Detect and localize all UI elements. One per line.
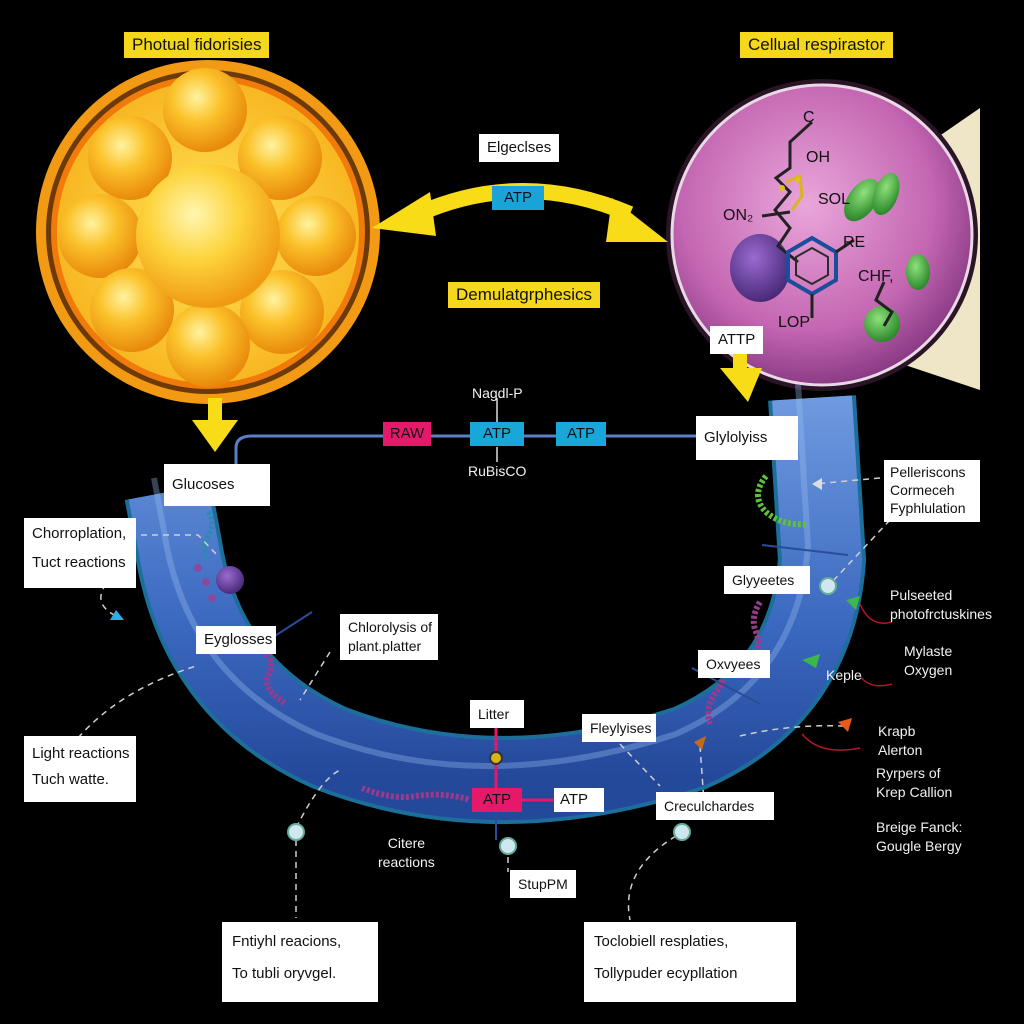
label-myllaste: Mylaste Oxygen bbox=[904, 643, 953, 678]
molecule-sol: SOL bbox=[818, 191, 851, 208]
label-litter: Litter bbox=[470, 700, 524, 728]
tag-atp-bottom: ATP bbox=[554, 788, 604, 812]
label-citere: Citere reactions bbox=[378, 835, 435, 870]
small-arrows bbox=[802, 596, 860, 732]
label-chloroplastion: Chorroplation, Tuct reactions bbox=[24, 518, 136, 588]
label-glyeetes: Glyyeetes bbox=[724, 566, 810, 594]
label-creculchardes: Creculchardes bbox=[656, 792, 774, 820]
chloroplast-cell bbox=[36, 60, 380, 404]
tag-atp-mid-1: ATP bbox=[470, 422, 524, 446]
label-light-reactions: Light reactions Tuch watte. bbox=[24, 736, 136, 802]
tag-atp-bottom-pink: ATP bbox=[472, 788, 522, 812]
molecule-lop: LOP bbox=[778, 314, 811, 331]
label-rubisco: RuBisCO bbox=[468, 463, 527, 479]
label-glucoses: Glucoses bbox=[164, 464, 270, 506]
label-bottom-right: Toclobiell resplaties, Tollypuder ecypll… bbox=[584, 922, 796, 1002]
label-chlorolysis: Chlorolysis of plant.platter bbox=[340, 614, 438, 660]
label-glylolyiss: Glylolyiss bbox=[696, 416, 798, 460]
node-dots bbox=[287, 577, 837, 855]
label-breige: Breige Fanck: Gougle Bergy bbox=[876, 819, 963, 854]
tag-raw: RAW bbox=[383, 422, 431, 446]
label-nagdh: Nagdl-P bbox=[472, 385, 523, 401]
molecule-chf: CHF, bbox=[858, 268, 894, 285]
leader-arrowheads bbox=[110, 478, 822, 750]
label-oxvyees: Oxvyees bbox=[698, 650, 770, 678]
tag-atp-mid-2: ATP bbox=[556, 422, 606, 446]
bottom-connector bbox=[489, 724, 556, 802]
respiration-cell bbox=[666, 79, 980, 391]
pathway-line bbox=[234, 398, 700, 476]
label-bottom-left: Fntiyhl reacions, To tubli oryvgel. bbox=[222, 922, 378, 1002]
label-stupm: StupPM bbox=[510, 870, 576, 898]
label-eyglosses: Eyglosses bbox=[196, 626, 276, 654]
label-flaylyses: Fleylyises bbox=[582, 714, 656, 742]
label-pelleriscons: Pelleriscons Cormeceh Fyphlulation bbox=[884, 460, 980, 522]
molecule-re: RE bbox=[843, 234, 866, 251]
label-elgeclses: Elgeclses bbox=[479, 134, 560, 162]
photosynthesis-title: Photual fidorisies bbox=[124, 32, 270, 58]
molecule-c: C bbox=[803, 109, 815, 126]
molecule-on2: ON₂ bbox=[723, 207, 754, 224]
center-title: Demulatgrphesics bbox=[448, 282, 601, 308]
tag-top-atp: ATP bbox=[492, 186, 544, 210]
label-rypers: Ryrpers of Krep Callion bbox=[876, 765, 953, 800]
respiration-title: Cellual respirastor bbox=[740, 32, 893, 58]
down-arrow-left bbox=[192, 398, 238, 452]
down-arrow-right bbox=[720, 352, 762, 402]
tag-attp: ATTP bbox=[710, 326, 764, 354]
label-keple: Keple bbox=[826, 667, 862, 683]
molecule-oh: OH bbox=[806, 149, 830, 166]
label-krapb: Krapb Alerton bbox=[878, 723, 923, 758]
red-pointers bbox=[801, 603, 893, 751]
label-pulseted: Pulseeted photofrctuskines bbox=[890, 587, 992, 622]
